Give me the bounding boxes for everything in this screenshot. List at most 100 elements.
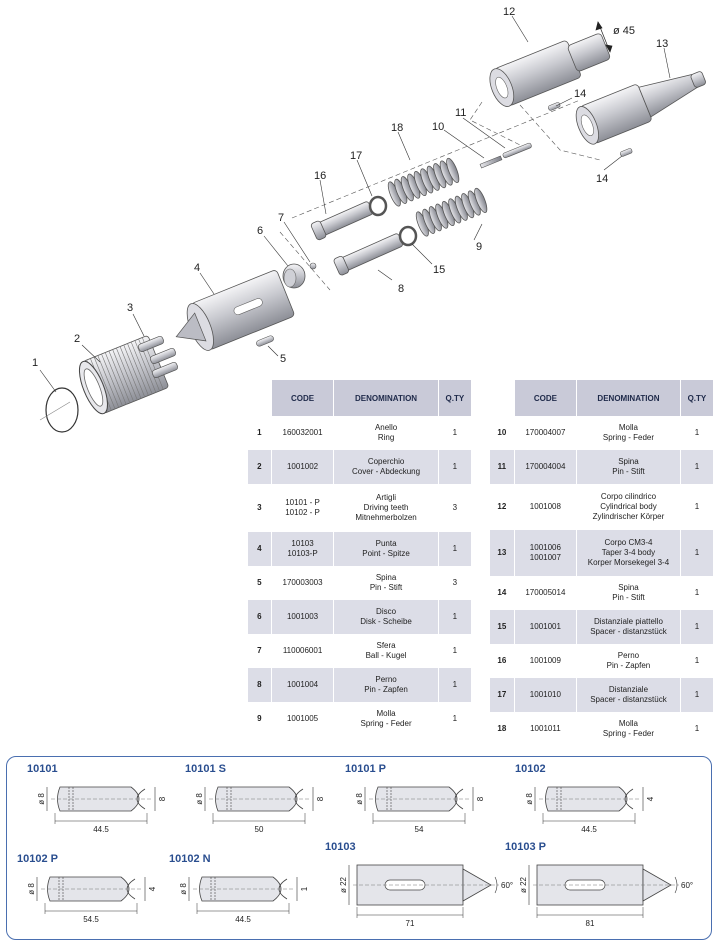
right-dimension-label: 1 xyxy=(300,886,309,891)
part-code: 1001005 xyxy=(271,702,335,736)
code-line: 110006001 xyxy=(282,646,323,655)
part-number: 12 xyxy=(490,484,515,530)
code-line: 10102 - P xyxy=(285,508,320,517)
callout-14a: 14 xyxy=(574,88,586,100)
denomination-line: Spring - Feder xyxy=(602,729,655,738)
part-qty: 3 xyxy=(438,566,473,600)
right-dimension-label: 8 xyxy=(316,796,325,801)
denomination-line: Artigli xyxy=(376,493,397,502)
right-dimension-label: 4 xyxy=(646,796,655,801)
part-qty: 1 xyxy=(680,576,715,610)
part-ball xyxy=(309,262,317,270)
denomination-line: Spacer - distanzstück xyxy=(590,695,667,704)
tooth-body xyxy=(545,786,628,812)
part-point xyxy=(175,270,295,351)
part-pin-5 xyxy=(256,335,274,347)
length-label: 44.5 xyxy=(235,915,251,924)
part-code: 1001010 xyxy=(514,678,578,712)
callout-17: 17 xyxy=(350,150,362,162)
part-code: 1001002 xyxy=(271,450,335,484)
part-code: 110006001 xyxy=(271,634,335,668)
denomination-line: Perno xyxy=(617,651,640,660)
part-number: 7 xyxy=(248,634,272,668)
part-driving-teeth xyxy=(138,335,178,379)
denomination-line: Sfera xyxy=(376,641,396,650)
part-number: 14 xyxy=(490,576,515,610)
code-line: 170004004 xyxy=(525,462,566,471)
code-line: 1001008 xyxy=(529,502,561,511)
part-disk xyxy=(282,263,306,289)
denomination-line: Pin - Stift xyxy=(612,593,645,602)
part-number: 18 xyxy=(490,712,515,746)
denomination-line: Point - Spitze xyxy=(362,549,410,558)
part-code: 1001001 xyxy=(514,610,578,644)
part-number: 10 xyxy=(490,416,515,450)
part-pin-16 xyxy=(310,201,373,241)
detail-title: 10103 P xyxy=(505,841,546,853)
denomination-line: Korper Morsekegel 3-4 xyxy=(587,558,670,567)
callout-9: 9 xyxy=(476,241,482,253)
diameter-label: ø 8 xyxy=(27,883,36,895)
part-qty: 1 xyxy=(438,702,473,736)
callout-7: 7 xyxy=(278,212,284,224)
right-dimension-label: 8 xyxy=(476,796,485,801)
part-qty: 1 xyxy=(680,450,715,484)
code-line: 10103 xyxy=(291,539,314,548)
part-pin-14a xyxy=(547,102,561,111)
callout-3: 3 xyxy=(127,302,133,314)
part-qty: 1 xyxy=(438,634,473,668)
part-number: 15 xyxy=(490,610,515,644)
callout-1: 1 xyxy=(32,357,38,369)
denomination-line: Coperchio xyxy=(367,457,405,466)
callout-18: 18 xyxy=(391,122,403,134)
code-line: 1001010 xyxy=(529,690,561,699)
part-code: 1001003 xyxy=(271,600,335,634)
detail-title: 10101 P xyxy=(345,763,386,775)
part-qty: 1 xyxy=(680,484,715,530)
code-line: 1001001 xyxy=(529,622,561,631)
part-number: 8 xyxy=(248,668,272,702)
part-code: 1001011 xyxy=(514,712,578,746)
part-code: 170004007 xyxy=(514,416,578,450)
part-number: 5 xyxy=(248,566,272,600)
part-qty: 1 xyxy=(680,678,715,712)
denomination-line: Anello xyxy=(374,423,398,432)
part-taper-body xyxy=(575,71,706,145)
denomination-line: Corpo cilindrico xyxy=(600,492,657,501)
part-code: 1001009 xyxy=(514,644,578,678)
diameter-label: ø 8 xyxy=(195,793,204,805)
denomination-line: Zylindrischer Körper xyxy=(592,512,665,521)
part-pin-11 xyxy=(502,142,532,159)
header-num xyxy=(248,380,272,416)
right-dimension-label: 4 xyxy=(148,886,157,891)
header-denomination: DENOMINATION xyxy=(576,380,681,416)
part-number: 16 xyxy=(490,644,515,678)
denomination-line: Disco xyxy=(376,607,397,616)
code-line: 170003003 xyxy=(282,578,323,587)
code-line: 160032001 xyxy=(282,428,323,437)
callout-6: 6 xyxy=(257,225,263,237)
part-ring xyxy=(39,387,79,433)
